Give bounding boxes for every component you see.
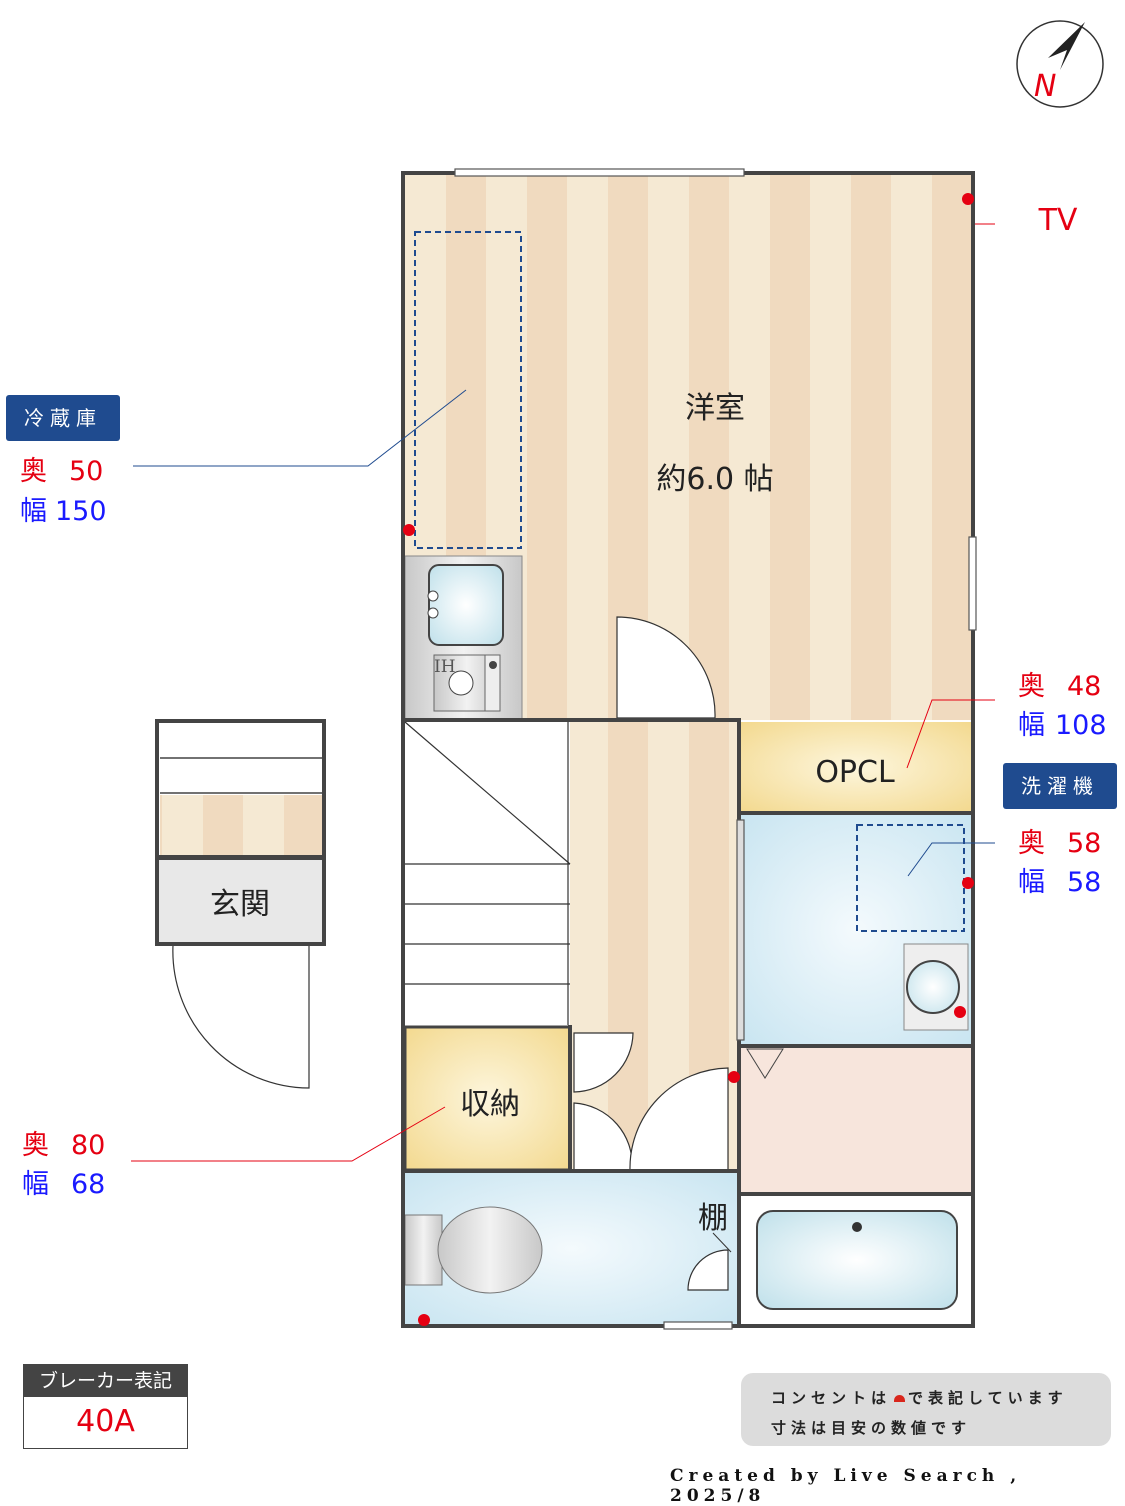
washer-space — [856, 824, 965, 932]
doors — [172, 616, 729, 1291]
washer-depth: 58 — [1067, 828, 1102, 859]
washer-width: 58 — [1067, 867, 1102, 898]
breaker-box: ブレーカー表記 40A — [23, 1364, 188, 1449]
opcl-depth: 48 — [1067, 671, 1102, 702]
entrance-label: 玄関 — [210, 887, 270, 922]
opcl-label: OPCL — [815, 755, 895, 790]
leader-lines — [131, 223, 995, 1253]
wash-basin — [903, 943, 969, 1031]
entrance-block — [155, 719, 326, 946]
opcl-width-label: 幅 — [1018, 710, 1045, 741]
breaker-title: ブレーカー表記 — [24, 1365, 187, 1397]
storage-label: 収納 — [460, 1087, 520, 1122]
fridge-badge: 冷蔵庫 — [6, 395, 120, 441]
washer-width-label: 幅 — [1018, 867, 1045, 898]
washer-depth-label: 奥 — [1018, 828, 1045, 859]
breaker-value: 40A — [76, 1404, 135, 1439]
legend-note: コンセントはで表記しています 寸法は目安の数値です — [741, 1373, 1111, 1446]
fridge-width: 150 — [55, 496, 107, 527]
fridge-space — [414, 231, 522, 549]
shelf-label: 棚 — [698, 1201, 728, 1236]
storage-width-label: 幅 — [22, 1169, 49, 1200]
stairs — [405, 722, 570, 1025]
opcl-width: 108 — [1055, 710, 1107, 741]
ih-label: IH — [434, 657, 456, 677]
note-line1-a: コンセントは — [771, 1389, 892, 1407]
note-line1-b: で表記しています — [908, 1389, 1068, 1407]
kitchen-unit: IH — [404, 555, 523, 720]
fridge-width-label: 幅 — [20, 496, 47, 527]
toilet — [404, 1206, 543, 1294]
dressing-area — [741, 1047, 971, 1193]
storage-width: 68 — [71, 1169, 106, 1200]
storage-room — [403, 1025, 572, 1172]
outlet-icon — [894, 1395, 906, 1402]
western-room-size: 約6.0 帖 — [656, 462, 773, 497]
windows — [454, 168, 977, 1330]
opcl-closet — [741, 722, 971, 812]
floor-drain-icon — [746, 1048, 784, 1079]
washer-badge: 洗濯機 — [1003, 763, 1117, 809]
fridge-depth: 50 — [69, 456, 104, 487]
fridge-depth-label: 奥 — [20, 456, 47, 487]
compass-icon: N — [1016, 20, 1104, 108]
western-room-name: 洋室 — [685, 391, 745, 426]
compass-north-label: N — [1034, 69, 1056, 104]
storage-depth-label: 奥 — [22, 1130, 49, 1161]
storage-depth: 80 — [71, 1130, 106, 1161]
tv-label: TV — [1038, 203, 1078, 238]
opcl-depth-label: 奥 — [1018, 671, 1045, 702]
outlet-icons — [403, 193, 974, 1326]
credit-text: Created by Live Search , 2025/8 — [670, 1466, 1022, 1506]
bathtub — [756, 1210, 958, 1310]
note-line2: 寸法は目安の数値です — [771, 1419, 972, 1437]
